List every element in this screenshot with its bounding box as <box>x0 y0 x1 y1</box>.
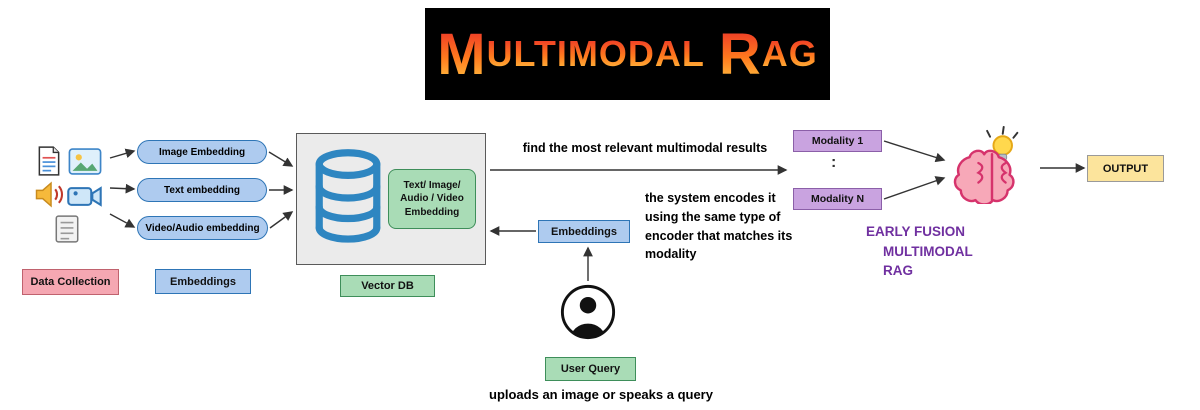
title-banner: M ULTIMODAL R AG <box>425 8 830 100</box>
image-embedding-pill: Image Embedding <box>137 140 267 164</box>
video-camera-icon <box>67 185 103 213</box>
early-fusion-line-2: MULTIMODAL <box>883 243 973 259</box>
modality-ellipsis: : <box>831 154 837 171</box>
notes-icon <box>54 214 80 249</box>
image-icon <box>68 148 102 180</box>
modality-1-box: Modality 1 <box>793 130 882 152</box>
early-fusion-title: EARLY FUSION MULTIMODAL RAG <box>866 222 1016 281</box>
data-collection-label: Data Collection <box>22 269 119 295</box>
embeddings-label-query: Embeddings <box>538 220 630 243</box>
encoder-explanation-text: the system encodes it using the same typ… <box>645 191 793 262</box>
find-results-text: find the most relevant multimodal result… <box>522 141 768 155</box>
query-caption: uploads an image or speaks a query <box>489 387 713 402</box>
output-box: OUTPUT <box>1087 155 1164 182</box>
modality-n-box: Modality N <box>793 188 882 210</box>
vector-db-label: Vector DB <box>340 275 435 297</box>
text-embedding-pill: Text embedding <box>137 178 267 202</box>
document-icon <box>36 146 62 181</box>
vector-db-inner-label: Text/ Image/ Audio / Video Embedding <box>388 169 476 229</box>
speaker-icon <box>34 181 66 213</box>
brain-lightbulb-icon <box>948 126 1036 206</box>
video-audio-embedding-pill: Video/Audio embedding <box>137 216 268 240</box>
banner-word2-initial: R <box>718 21 762 87</box>
user-icon <box>559 283 617 341</box>
embeddings-label-left: Embeddings <box>155 269 251 294</box>
early-fusion-line-1: EARLY FUSION <box>866 224 966 239</box>
banner-word1-rest: ULTIMODAL <box>486 33 705 74</box>
database-icon <box>311 146 385 257</box>
early-fusion-line-3: RAG <box>883 263 913 279</box>
banner-word2-rest: AG <box>761 33 818 74</box>
user-query-label: User Query <box>545 357 636 381</box>
banner-word1-initial: M <box>437 21 487 87</box>
